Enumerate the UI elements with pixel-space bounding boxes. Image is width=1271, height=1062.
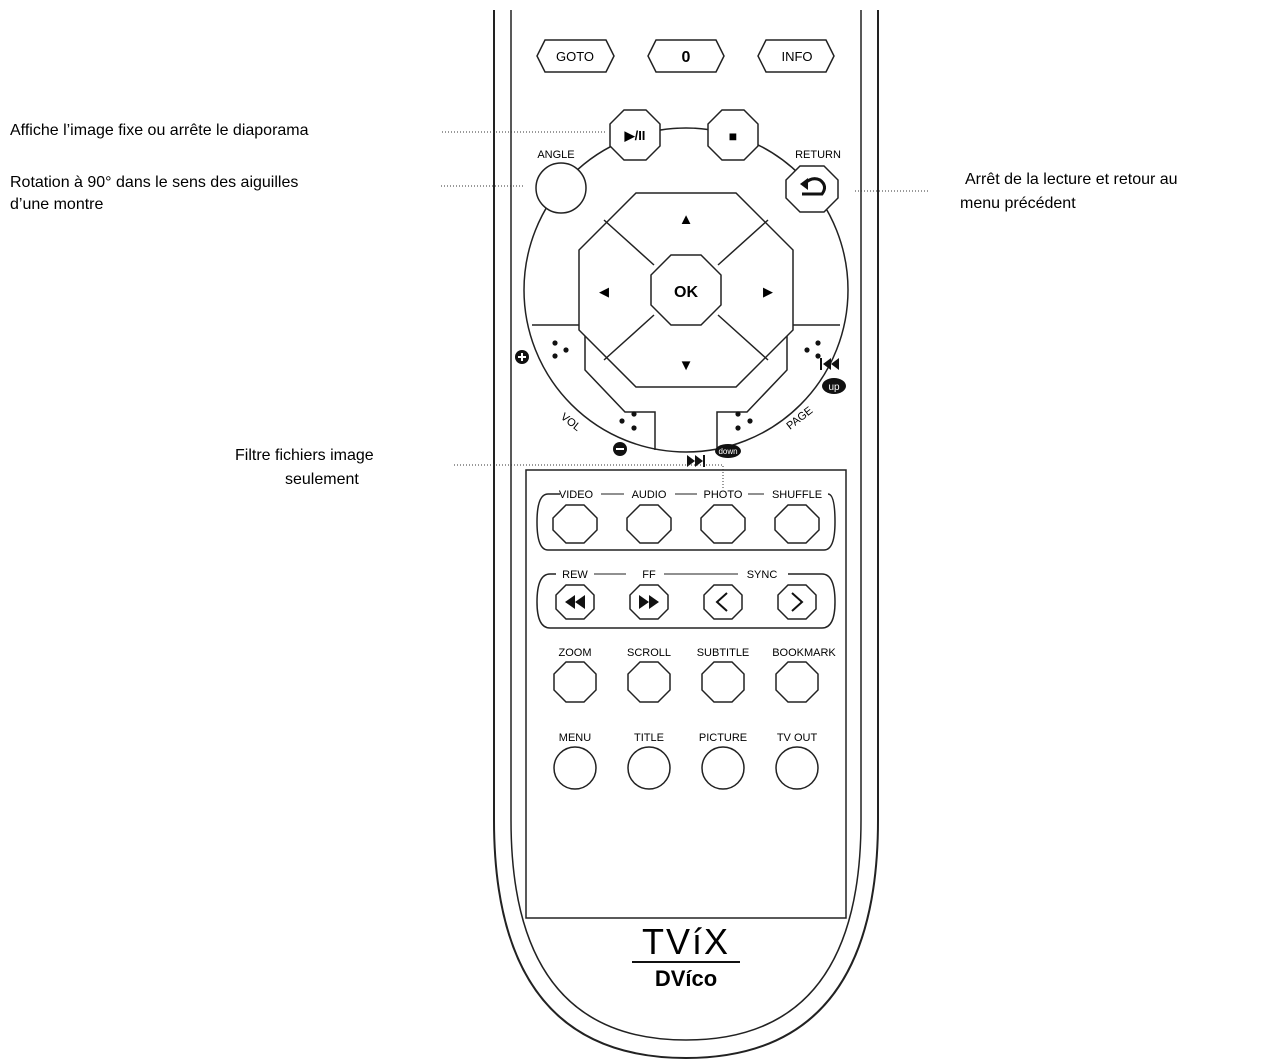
ff-icon xyxy=(639,595,659,609)
nav-ring xyxy=(523,127,849,453)
picture-label: PICTURE xyxy=(699,732,747,744)
photo-button[interactable] xyxy=(700,504,746,544)
return-button[interactable] xyxy=(785,165,839,213)
rew-label: REW xyxy=(562,569,588,581)
scroll-button[interactable] xyxy=(627,661,671,703)
rew-icon xyxy=(565,595,585,609)
brand-logo: TVíX DVíco xyxy=(632,921,740,991)
rew-button[interactable] xyxy=(555,584,595,620)
title-label: TITLE xyxy=(634,732,664,744)
video-button[interactable] xyxy=(552,504,598,544)
shuffle-button[interactable] xyxy=(774,504,820,544)
info-button[interactable]: INFO xyxy=(757,39,835,73)
callout-rotation-line2: d’une montre xyxy=(10,196,104,213)
up-arrow-icon[interactable]: ▲ xyxy=(679,211,694,228)
zoom-button[interactable] xyxy=(553,661,597,703)
bookmark-label: BOOKMARK xyxy=(772,647,836,659)
skip-back-icon xyxy=(820,358,839,370)
callout-filter-line1: Filtre fichiers image xyxy=(235,447,374,464)
angle-label: ANGLE xyxy=(537,149,574,161)
down-arrow-icon[interactable]: ▼ xyxy=(679,357,694,374)
scroll-label: SCROLL xyxy=(627,647,671,659)
vol-segment xyxy=(532,324,656,450)
menu-label: MENU xyxy=(559,732,591,744)
brand-line1: TVíX xyxy=(642,921,730,962)
return-icon xyxy=(802,177,827,196)
photo-label: PHOTO xyxy=(704,489,743,501)
tvout-button[interactable] xyxy=(775,746,819,790)
sync-forward-button[interactable] xyxy=(777,584,817,620)
chevron-right-icon xyxy=(791,592,804,612)
page-down-dots-icon[interactable] xyxy=(735,411,753,431)
play-pause-button[interactable]: ▶/II xyxy=(609,109,661,161)
page-label: PAGE xyxy=(784,405,815,433)
picture-button[interactable] xyxy=(701,746,745,790)
info-label: INFO xyxy=(781,49,812,64)
ff-button[interactable] xyxy=(629,584,669,620)
keypad-panel xyxy=(525,469,847,919)
skip-forward-icon xyxy=(687,455,705,467)
page-up-dots-icon[interactable] xyxy=(804,340,821,359)
chevron-left-icon xyxy=(715,592,728,612)
menu-button[interactable] xyxy=(553,746,597,790)
subtitle-button[interactable] xyxy=(701,661,745,703)
left-arrow-icon[interactable]: ◀ xyxy=(599,284,609,299)
vol-up-dots-icon[interactable] xyxy=(552,340,569,359)
mode-row-labels: VIDEO AUDIO PHOTO SHUFFLE xyxy=(559,489,822,501)
ok-button[interactable]: OK xyxy=(650,254,722,326)
page-up-badge: up xyxy=(822,378,846,394)
callout-filter-line2: seulement xyxy=(285,471,359,488)
zero-button[interactable]: 0 xyxy=(647,39,725,73)
vol-label: VOL xyxy=(558,411,583,434)
title-button[interactable] xyxy=(627,746,671,790)
return-label: RETURN xyxy=(795,149,841,161)
vol-minus-icon xyxy=(613,442,627,456)
tvout-label: TV OUT xyxy=(777,732,818,744)
subtitle-label: SUBTITLE xyxy=(697,647,750,659)
callout-line-filter xyxy=(454,464,724,490)
video-label: VIDEO xyxy=(559,489,594,501)
bookmark-button[interactable] xyxy=(775,661,819,703)
remote-body-outer xyxy=(493,10,879,1060)
zoom-label: ZOOM xyxy=(559,647,592,659)
right-arrow-icon[interactable]: ▶ xyxy=(763,284,773,299)
ok-label: OK xyxy=(674,284,698,301)
page-down-label: down xyxy=(718,447,737,456)
goto-button[interactable]: GOTO xyxy=(536,39,615,73)
ff-label: FF xyxy=(642,569,656,581)
stop-icon: ■ xyxy=(729,128,737,144)
goto-label: GOTO xyxy=(556,49,594,64)
audio-button[interactable] xyxy=(626,504,672,544)
page-down-badge: down xyxy=(715,444,741,458)
page-up-label: up xyxy=(828,382,840,393)
shuffle-label: SHUFFLE xyxy=(772,489,822,501)
vol-plus-icon xyxy=(515,350,529,364)
sync-back-button[interactable] xyxy=(703,584,743,620)
callout-return-line2: menu précédent xyxy=(960,195,1076,212)
zero-label: 0 xyxy=(682,49,691,66)
audio-label: AUDIO xyxy=(632,489,667,501)
brand-line2: DVíco xyxy=(655,966,717,991)
sync-label: SYNC xyxy=(747,569,778,581)
vol-down-dots-icon[interactable] xyxy=(619,411,637,431)
angle-button[interactable] xyxy=(535,162,587,214)
play-pause-icon: ▶/II xyxy=(624,128,646,143)
callout-return-line1: Arrêt de la lecture et retour au xyxy=(965,171,1178,188)
remote-body-inner xyxy=(510,10,862,1041)
stop-button[interactable]: ■ xyxy=(707,109,759,161)
page-segment xyxy=(716,324,840,450)
callout-slideshow: Affiche l’image fixe ou arrête le diapor… xyxy=(10,122,309,139)
callout-rotation-line1: Rotation à 90° dans le sens des aiguille… xyxy=(10,174,299,191)
